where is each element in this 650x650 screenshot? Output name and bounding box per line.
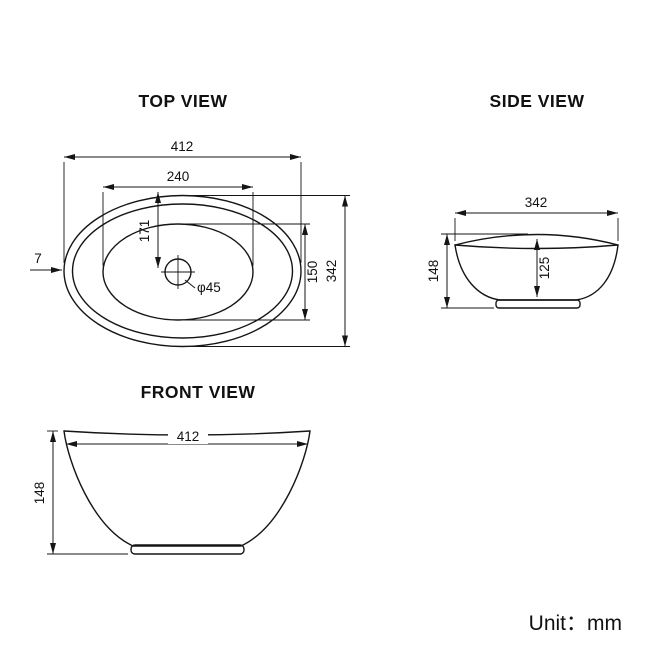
dim-label-top-7: 7 (34, 251, 42, 266)
front-view: FRONT VIEW 412 148 (32, 382, 311, 555)
dim-front-width: 412 (66, 429, 308, 447)
dim-top-basin-height: 150 (184, 223, 320, 321)
dim-top-overall-depth: 342 (188, 195, 350, 347)
front-view-title: FRONT VIEW (141, 382, 256, 402)
dim-label-front-412: 412 (177, 429, 200, 444)
dim-label-backing (168, 429, 208, 444)
top-view: TOP VIEW 412 240 171 (30, 91, 350, 348)
front-bowl-body (63, 430, 311, 547)
dim-top-basin-width: 240 (102, 169, 254, 266)
dim-label-top-342: 342 (324, 260, 339, 283)
dim-top-overall-width: 412 (63, 139, 302, 263)
side-view-title: SIDE VIEW (490, 91, 585, 111)
dim-label-top-150: 150 (305, 261, 320, 284)
top-view-title: TOP VIEW (139, 91, 228, 111)
dim-label-side-148: 148 (426, 260, 441, 283)
sink-outer-ellipse (63, 194, 302, 348)
dim-label-top-phi45: φ45 (197, 280, 221, 295)
dim-side-width: 342 (454, 195, 619, 241)
dim-side-height: 148 (426, 233, 528, 309)
dim-label-side-342: 342 (525, 195, 548, 210)
dim-top-center-offset: 171 (137, 192, 161, 268)
dim-label-top-171: 171 (137, 220, 152, 243)
basin-opening-ellipse (102, 223, 254, 321)
side-view: SIDE VIEW 342 148 125 (426, 91, 619, 309)
dim-front-height: 148 (32, 430, 128, 555)
drain-crosshair (161, 255, 195, 289)
dim-label-side-125: 125 (537, 257, 552, 280)
dim-label-front-148: 148 (32, 482, 47, 505)
sink-rim-ellipse (71, 203, 294, 339)
front-base-foot (130, 544, 245, 555)
dim-label-top-412: 412 (171, 139, 194, 154)
dim-top-rim-thickness: 7 (30, 251, 62, 273)
side-base-foot (495, 299, 581, 309)
unit-label: Unit：mm (529, 612, 622, 635)
dim-side-inner-depth: 125 (534, 239, 552, 297)
dim-top-drain-diameter: φ45 (184, 279, 221, 295)
dim-label-top-240: 240 (167, 169, 190, 184)
side-rim-back-edge (454, 233, 619, 246)
